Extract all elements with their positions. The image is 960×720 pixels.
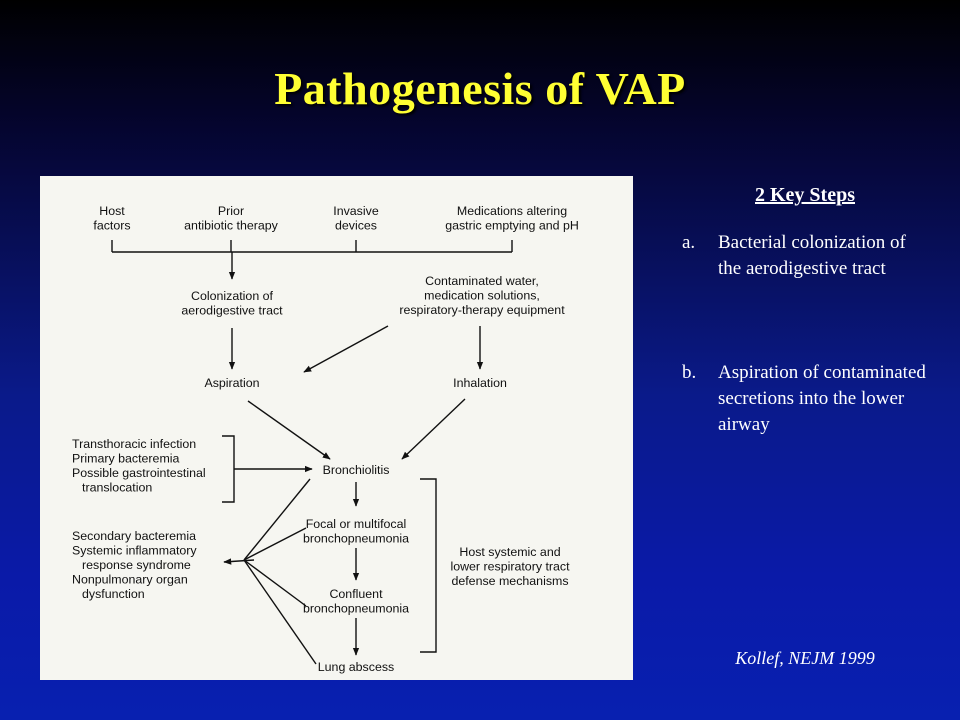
- node-line: Colonization of: [191, 289, 274, 303]
- node-line: dysfunction: [82, 587, 145, 601]
- node-line: Host systemic and: [459, 545, 560, 559]
- node-line: aerodigestive tract: [181, 304, 283, 318]
- node-line: bronchopneumonia: [303, 532, 409, 546]
- node-line: medication solutions,: [424, 289, 540, 303]
- step-a-marker: a.: [682, 232, 696, 253]
- step-b-text: Aspiration of contaminated secretions in…: [718, 362, 926, 435]
- line-bronchiolitis-complications: [243, 478, 311, 561]
- node-line: Prior: [218, 204, 244, 218]
- arrow-contaminated-aspiration: [303, 325, 389, 373]
- node-contaminated: Contaminated water,medication solutions,…: [399, 274, 565, 317]
- node-line: Systemic inflammatory: [72, 544, 197, 558]
- node-line: Focal or multifocal: [306, 517, 407, 531]
- defense-bracket: [420, 478, 437, 653]
- citation: Kollef, NEJM 1999: [735, 648, 875, 668]
- node-lung-abscess: Lung abscess: [318, 660, 394, 674]
- arrow-into-complications: [223, 558, 255, 565]
- node-bronchiolitis: Bronchiolitis: [323, 463, 390, 477]
- arrow-inhalation-bronchiolitis: [401, 398, 466, 460]
- node-line: devices: [335, 219, 377, 233]
- node-line: Host: [99, 204, 125, 218]
- node-inhalation: Inhalation: [453, 376, 507, 390]
- node-line: Contaminated water,: [425, 274, 539, 288]
- node-line: Invasive: [333, 204, 379, 218]
- node-line: Bronchiolitis: [323, 463, 390, 477]
- node-line: translocation: [82, 481, 152, 495]
- node-line: Aspiration: [204, 376, 259, 390]
- node-line: factors: [93, 219, 130, 233]
- node-line: Secondary bacteremia: [72, 529, 196, 543]
- node-line: respiratory-therapy equipment: [399, 303, 565, 317]
- node-line: Confluent: [329, 587, 383, 601]
- key-steps-heading: 2 Key Steps: [755, 184, 855, 206]
- node-line: bronchopneumonia: [303, 602, 409, 616]
- node-line: Inhalation: [453, 376, 507, 390]
- line-confluent-complications: [243, 559, 307, 607]
- node-line: Medications altering: [457, 204, 567, 218]
- top-bracket: [111, 240, 513, 253]
- node-line: Nonpulmonary organ: [72, 573, 188, 587]
- node-line: defense mechanisms: [451, 574, 568, 588]
- node-line: Transthoracic infection: [72, 437, 196, 451]
- node-line: Primary bacteremia: [72, 452, 180, 466]
- slide-title: Pathogenesis of VAP: [274, 63, 686, 114]
- arrow-aspiration-bronchiolitis: [247, 400, 331, 460]
- step-a-text: Bacterial colonization of the aerodigest…: [718, 232, 906, 279]
- node-line: Lung abscess: [318, 660, 394, 674]
- other-routes-bracket: [222, 435, 235, 503]
- node-line: gastric emptying and pH: [445, 219, 579, 233]
- line-focal-complications: [243, 527, 307, 561]
- node-line: response syndrome: [82, 558, 191, 572]
- node-line: Possible gastrointestinal: [72, 466, 206, 480]
- node-line: antibiotic therapy: [184, 219, 278, 233]
- node-aspiration: Aspiration: [204, 376, 259, 390]
- step-b-marker: b.: [682, 362, 697, 383]
- node-line: lower respiratory tract: [450, 560, 570, 574]
- line-abscess-complications: [243, 559, 317, 665]
